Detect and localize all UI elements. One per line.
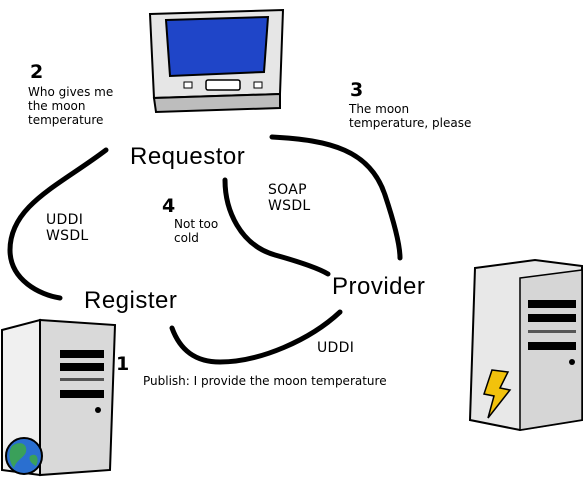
computer-screen bbox=[164, 15, 270, 78]
step-4-line-2: cold bbox=[174, 230, 199, 245]
step-2-line-3: temperature bbox=[28, 112, 104, 127]
register-label: Register bbox=[84, 287, 178, 314]
step-3-number: 3 bbox=[350, 79, 364, 101]
register-to-provider-arc bbox=[169, 309, 343, 365]
step-1-text: Publish: I provide the moon temperature bbox=[143, 374, 387, 388]
step-2-text: Who gives me the moon temperature bbox=[28, 85, 114, 127]
protocol-wsdl: WSDL bbox=[268, 198, 311, 215]
server-globe-icon bbox=[1, 318, 117, 477]
provider-label: Provider bbox=[332, 273, 426, 300]
step-4-text: Not too cold bbox=[174, 217, 219, 246]
protocol-wsdl: WSDL bbox=[46, 228, 89, 245]
lightning-bolt bbox=[483, 369, 512, 419]
step-4-line-1: Not too bbox=[174, 217, 219, 231]
step-2-number: 2 bbox=[30, 61, 44, 83]
step-2-line-1: Who gives me bbox=[28, 85, 114, 99]
requestor-label: Requestor bbox=[130, 143, 246, 170]
register-provider-protocol: UDDI bbox=[317, 340, 355, 356]
protocol-soap: SOAP bbox=[268, 182, 307, 198]
step-4-number: 4 bbox=[162, 195, 176, 217]
server-lightning-icon bbox=[468, 258, 583, 432]
step-3-line-1: The moon bbox=[349, 102, 410, 116]
requestor-to-register-arc bbox=[7, 147, 109, 301]
requestor-provider-protocols: SOAP WSDL bbox=[268, 182, 311, 214]
requestor-to-provider-arc-inner bbox=[222, 177, 331, 277]
computer-monitor-icon bbox=[148, 8, 285, 114]
step-3-line-2: temperature, please bbox=[349, 115, 472, 130]
step-2-line-2: the moon bbox=[28, 98, 86, 113]
step-1-number: 1 bbox=[116, 353, 130, 375]
requestor-register-protocols: UDDI WSDL bbox=[46, 212, 89, 244]
requestor-to-provider-arc-outer bbox=[269, 134, 403, 261]
step-3-text: The moon temperature, please bbox=[349, 102, 472, 131]
protocol-uddi: UDDI bbox=[46, 212, 84, 228]
